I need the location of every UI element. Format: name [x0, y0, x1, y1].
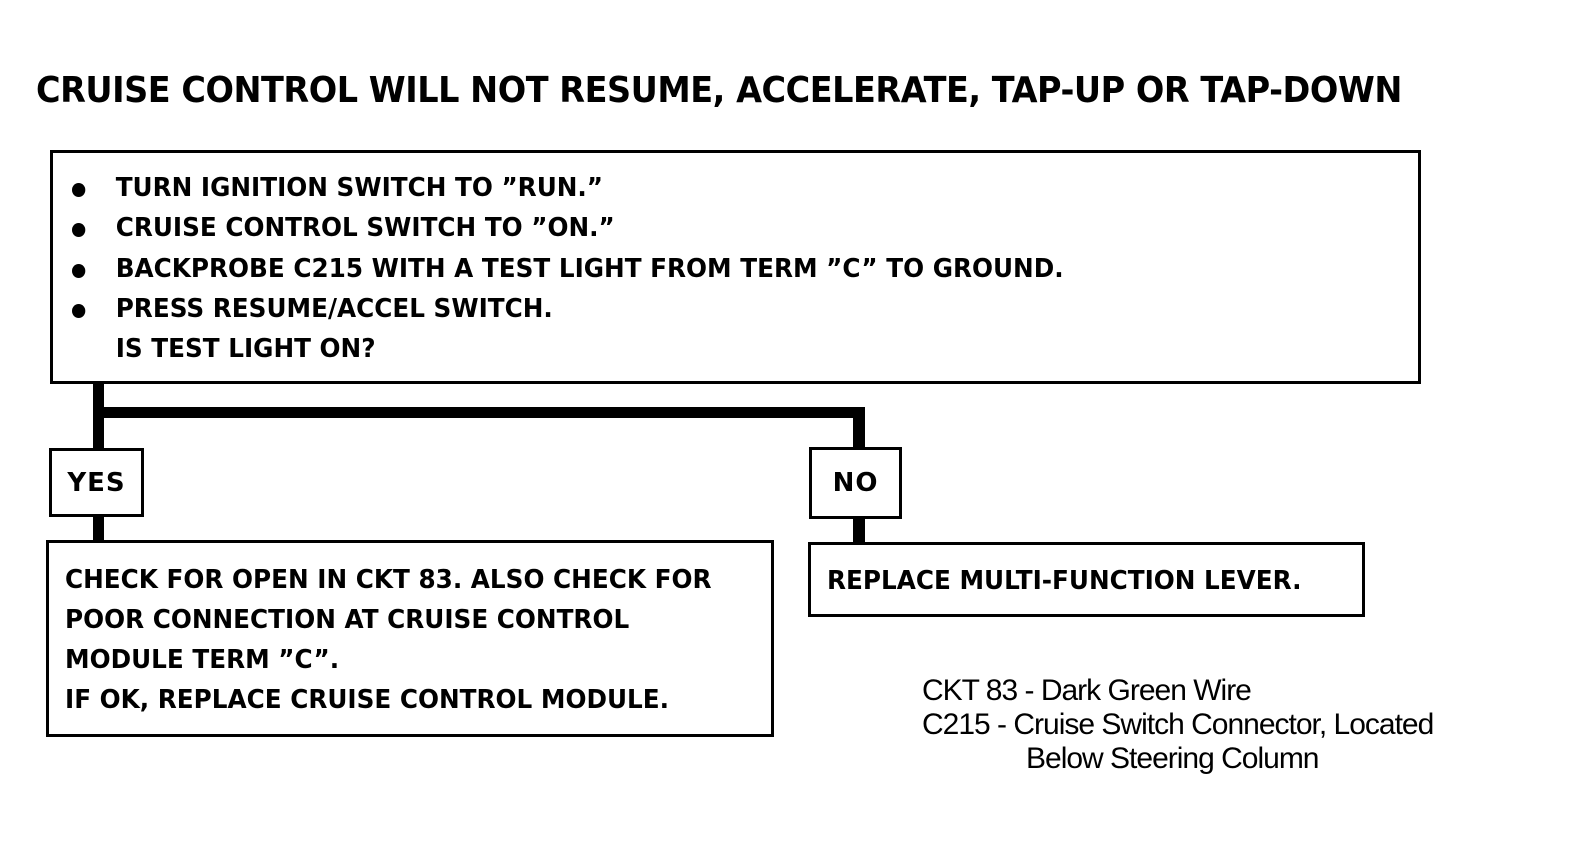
legend-line: C215 - Cruise Switch Connector, Located	[922, 708, 1434, 741]
yes-label: YES	[67, 467, 126, 498]
step-text: BACKPROBE C215 WITH A TEST LIGHT FROM TE…	[115, 254, 1064, 284]
yes-label-box: YES	[49, 448, 144, 517]
step-text: CRUISE CONTROL SWITCH TO ”ON.”	[115, 213, 615, 243]
no-label: NO	[832, 468, 879, 498]
no-result-box: REPLACE MULTI-FUNCTION LEVER.	[808, 542, 1365, 617]
initial-step-box: TURN IGNITION SWITCH TO ”RUN.” CRUISE CO…	[50, 150, 1421, 384]
connector-line-no-bottom	[853, 519, 865, 542]
connector-line-yes-bottom	[93, 517, 104, 540]
yes-result-line: POOR CONNECTION AT CRUISE CONTROL	[65, 605, 630, 635]
diagram-title: CRUISE CONTROL WILL NOT RESUME, ACCELERA…	[36, 70, 1402, 111]
yes-result-line: CHECK FOR OPEN IN CKT 83. ALSO CHECK FOR	[65, 565, 712, 595]
yes-result-line: MODULE TERM ”C”.	[65, 645, 340, 675]
no-label-box: NO	[809, 447, 902, 519]
question-text: IS TEST LIGHT ON?	[115, 334, 376, 364]
connector-line-horizontal	[93, 407, 865, 418]
no-result-line: REPLACE MULTI-FUNCTION LEVER.	[827, 566, 1302, 596]
yes-result-line: IF OK, REPLACE CRUISE CONTROL MODULE.	[65, 685, 670, 715]
bullet-icon	[72, 183, 86, 197]
connector-line-no-top	[853, 407, 865, 447]
legend-line: CKT 83 - Dark Green Wire	[922, 674, 1252, 707]
bullet-icon	[72, 304, 86, 318]
bullet-icon	[72, 223, 86, 237]
bullet-icon	[72, 264, 86, 278]
yes-result-box: CHECK FOR OPEN IN CKT 83. ALSO CHECK FOR…	[46, 540, 774, 737]
legend-line: Below Steering Column	[1026, 742, 1319, 775]
step-text: PRESS RESUME/ACCEL SWITCH.	[115, 294, 553, 324]
step-text: TURN IGNITION SWITCH TO ”RUN.”	[115, 173, 604, 203]
